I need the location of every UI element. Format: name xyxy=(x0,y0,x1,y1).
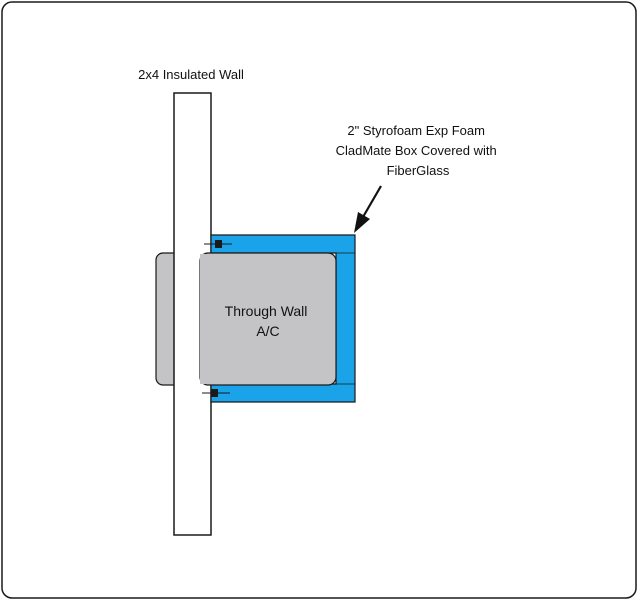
fastener-top xyxy=(204,240,232,248)
ac-unit-label-line-2: A/C xyxy=(256,323,279,339)
foam-box-label-line-2: CladMate Box Covered with xyxy=(336,143,497,158)
ac-unit xyxy=(199,252,337,386)
foam-box-label-line-1: 2" Styrofoam Exp Foam xyxy=(347,123,485,138)
ac-unit-label-line-1: Through Wall xyxy=(225,303,308,319)
ac-unit-wall-cover xyxy=(200,254,211,384)
fastener-bottom xyxy=(202,389,230,397)
wall-label: 2x4 Insulated Wall xyxy=(138,67,244,82)
ac-unit-label: Through Wall A/C xyxy=(225,303,312,339)
foam-box-label: 2" Styrofoam Exp Foam CladMate Box Cover… xyxy=(336,123,501,178)
callout-arrow xyxy=(354,185,382,233)
foam-box-label-line-3: FiberGlass xyxy=(387,163,450,178)
